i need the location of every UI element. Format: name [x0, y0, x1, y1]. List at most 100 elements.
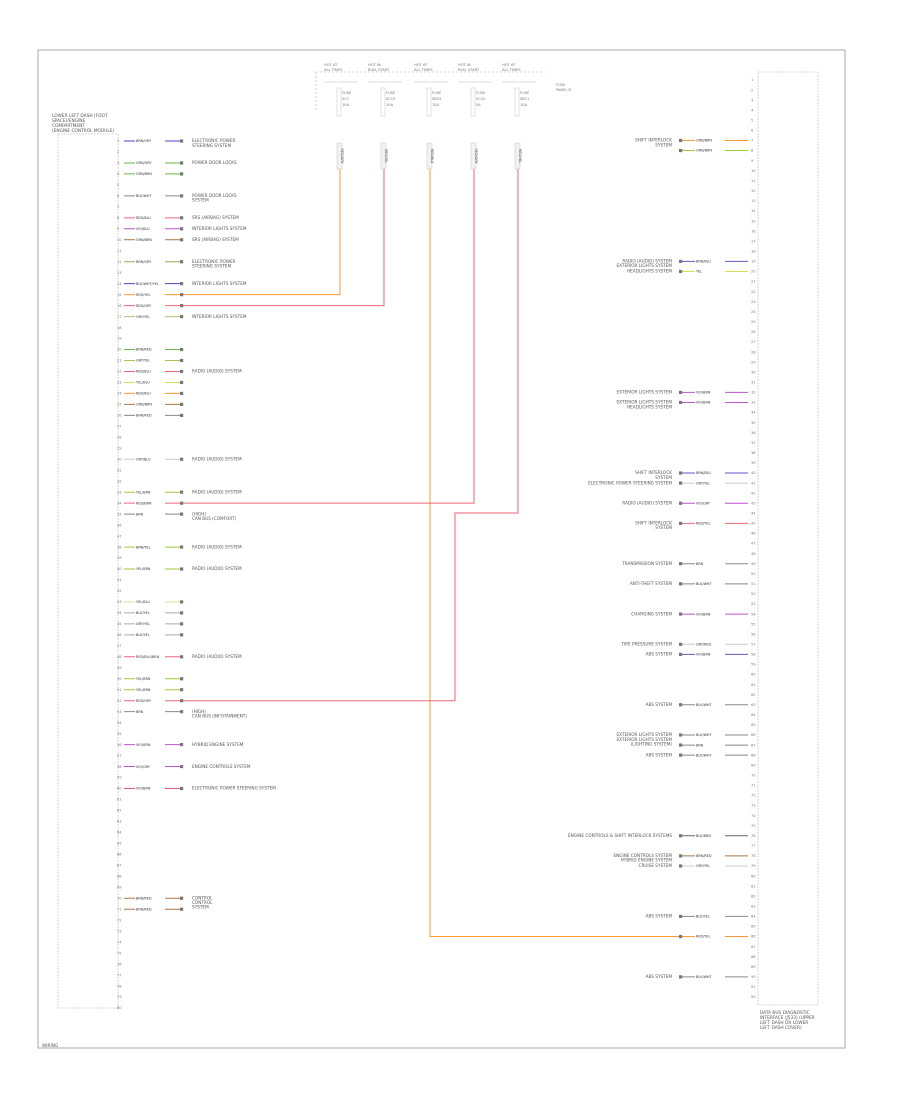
fuse-label: FUSE [520, 91, 530, 95]
left-connector-row: 64 [117, 831, 122, 835]
right-connector-row: 44 [751, 512, 756, 516]
connector-terminal [180, 457, 184, 461]
pin-number: 91 [751, 985, 756, 989]
wire-label-bg [135, 281, 165, 286]
pin-number: 45 [751, 522, 756, 526]
fuse-panel-label: PANEL B [556, 88, 571, 92]
pin-number: 65 [751, 723, 756, 727]
pin-number: 13 [117, 271, 122, 275]
pin-number: 77 [117, 973, 122, 977]
pin-number: 34 [751, 411, 756, 415]
connector-terminal [679, 753, 683, 757]
wire-color-label: BLK/WHT [696, 753, 712, 757]
wire-label-bg [135, 160, 165, 166]
connector-terminal [679, 138, 683, 143]
left-connector-row: 57 [117, 754, 122, 758]
connector-terminal [180, 710, 184, 714]
left-connector-row: 74 [117, 940, 122, 944]
wire-color-label: BRN/GRY [136, 260, 152, 264]
connector-terminal [180, 413, 184, 417]
wire-color-label: ORN/BRN [696, 139, 712, 143]
destination-label: (HIGH) [192, 511, 206, 516]
destination-label: SHIFT INTERLOCK [635, 470, 672, 475]
left-module-title: (ENGINE CONTROL MODULE) [52, 128, 114, 134]
connector-terminal [679, 652, 683, 656]
destination-label: ANTI-THEFT SYSTEM [630, 581, 673, 586]
left-connector-row: 49 [117, 666, 122, 670]
pin-number: 71 [117, 907, 122, 911]
fuse-supply-label: ALL TIMES [324, 68, 343, 72]
connector-terminal [180, 227, 184, 231]
wire-color-label: GRN/BRN [136, 238, 152, 242]
right-connector-row: 56 [751, 632, 756, 636]
pin-number: 29 [751, 360, 756, 364]
destination-label: RADIO (AUDIO) SYSTEM [622, 500, 672, 505]
pin-number: 48 [117, 655, 122, 659]
pin-number: 47 [751, 542, 756, 546]
pin-number: 6 [751, 129, 754, 133]
wire-label-bg [135, 907, 165, 912]
connector-terminal [180, 512, 184, 516]
right-connector-row: 65 [751, 723, 756, 727]
pin-number: 45 [117, 622, 122, 626]
pin-number: 8 [751, 149, 754, 153]
right-connector-row: 72 [751, 794, 756, 798]
wire-label-bg [135, 489, 165, 495]
pin-number: 49 [751, 562, 756, 566]
wire-label-bg [135, 347, 165, 352]
wire-label-bg [135, 259, 165, 264]
wire-color-label: YEL/BRN [136, 677, 151, 681]
pin-number: 33 [751, 401, 756, 405]
wire-label-bg [695, 259, 725, 264]
left-connector-row: 5 [117, 183, 119, 187]
left-module-body [57, 133, 119, 1009]
fuse-supply-label: HOT IN [458, 63, 471, 67]
right-connector-row: 30 [751, 370, 756, 374]
right-connector-row: 35 [751, 421, 756, 425]
pin-number: 37 [117, 534, 122, 538]
connector-terminal [180, 139, 184, 143]
wire-color-label: RED/BRN [136, 501, 152, 505]
pin-number: 78 [751, 854, 756, 858]
right-connector-row: 39 [751, 461, 756, 465]
left-connector-row: 66 [117, 853, 122, 857]
pin-number: 26 [751, 330, 756, 334]
pin-number: 77 [751, 844, 756, 848]
pin-number: 50 [117, 677, 122, 681]
pin-number: 5 [117, 183, 119, 187]
wire-label-bg [135, 511, 165, 517]
pin-number: 5 [751, 119, 753, 123]
wire-color-label: GRY/YEL [136, 622, 150, 626]
left-module-title: COMPARTMENT [52, 123, 85, 129]
right-connector-row: 10 [751, 169, 756, 173]
pin-number: 41 [751, 481, 756, 485]
wire-color-label: YEL/BRN [136, 490, 151, 494]
destination-label: ABS SYSTEM [646, 752, 673, 757]
right-connector-row: 6 [751, 129, 754, 133]
destination-label: SHIFT INTERLOCK [635, 521, 672, 526]
destination-label: HEADLIGHTS SYSTEM [627, 404, 672, 409]
wire-label-bg [695, 974, 725, 980]
fuse-label: SC7 [342, 97, 349, 101]
pin-number: 3 [117, 161, 119, 165]
left-connector-row: 72 [117, 918, 122, 922]
wire-label-bg [135, 786, 165, 791]
destination-label: RADIO (AUDIO) SYSTEM [192, 489, 242, 494]
pin-number: 18 [117, 326, 122, 330]
pin-number: 72 [751, 794, 756, 798]
